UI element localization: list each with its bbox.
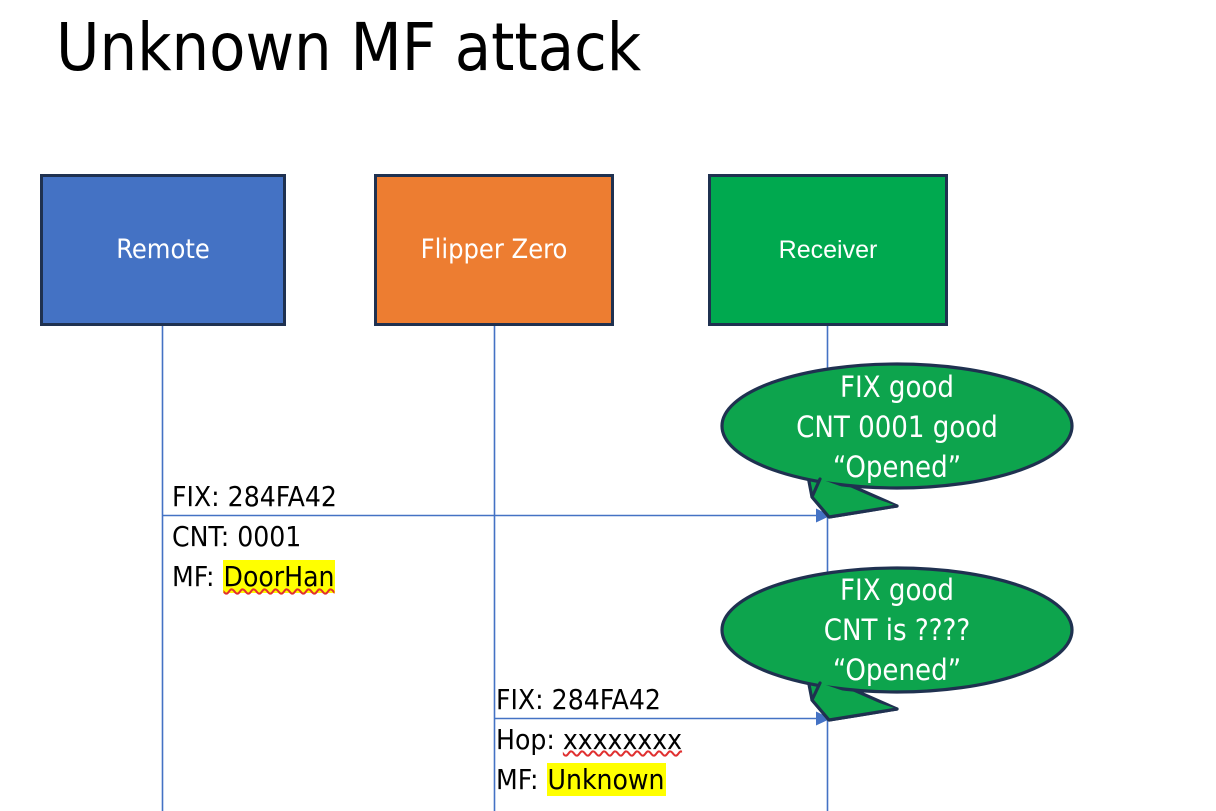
message-line-prefix: FIX: [172, 480, 228, 513]
message-line-prefix: CNT: [172, 520, 238, 553]
message-line-value-highlighted: DoorHan [222, 560, 336, 593]
message-arrow-remote-to-receiver [162, 508, 831, 523]
message-line: Hop: xxxxxxxx [496, 720, 682, 760]
actor-label-receiver: Receiver [778, 236, 878, 264]
message-arrow-flipper-to-receiver [494, 711, 831, 726]
speech-bubble-second [720, 566, 1074, 722]
message-line: MF: DoorHan [172, 557, 337, 597]
message-line-value: xxxxxxxx [562, 723, 683, 756]
page-title: Unknown MF attack [56, 9, 642, 86]
actor-label-flipper-zero: Flipper Zero [420, 234, 568, 265]
actor-box-flipper-zero[interactable]: Flipper Zero [374, 174, 614, 326]
message-line-prefix: MF: [172, 560, 223, 593]
message-line: MF: Unknown [496, 760, 682, 800]
message-label-flipper-to-receiver: FIX: 284FA42 Hop: xxxxxxxx MF: Unknown [496, 680, 682, 800]
message-line-value: 284FA42 [227, 480, 337, 513]
message-line: CNT: 0001 [172, 517, 337, 557]
message-line: FIX: 284FA42 [496, 680, 682, 720]
message-line-prefix: FIX: [496, 683, 552, 716]
message-line-value: 284FA42 [551, 683, 661, 716]
message-label-remote-to-receiver: FIX: 284FA42 CNT: 0001 MF: DoorHan [172, 477, 337, 597]
actor-box-receiver[interactable]: Receiver [708, 174, 948, 326]
message-line-value: 0001 [237, 520, 302, 553]
speech-bubble-first [720, 362, 1074, 519]
message-line-value-highlighted: Unknown [546, 763, 666, 796]
actor-box-remote[interactable]: Remote [40, 174, 286, 326]
actor-label-remote: Remote [116, 234, 210, 265]
message-line-prefix: Hop: [496, 723, 563, 756]
message-line: FIX: 284FA42 [172, 477, 337, 517]
message-line-prefix: MF: [496, 763, 547, 796]
